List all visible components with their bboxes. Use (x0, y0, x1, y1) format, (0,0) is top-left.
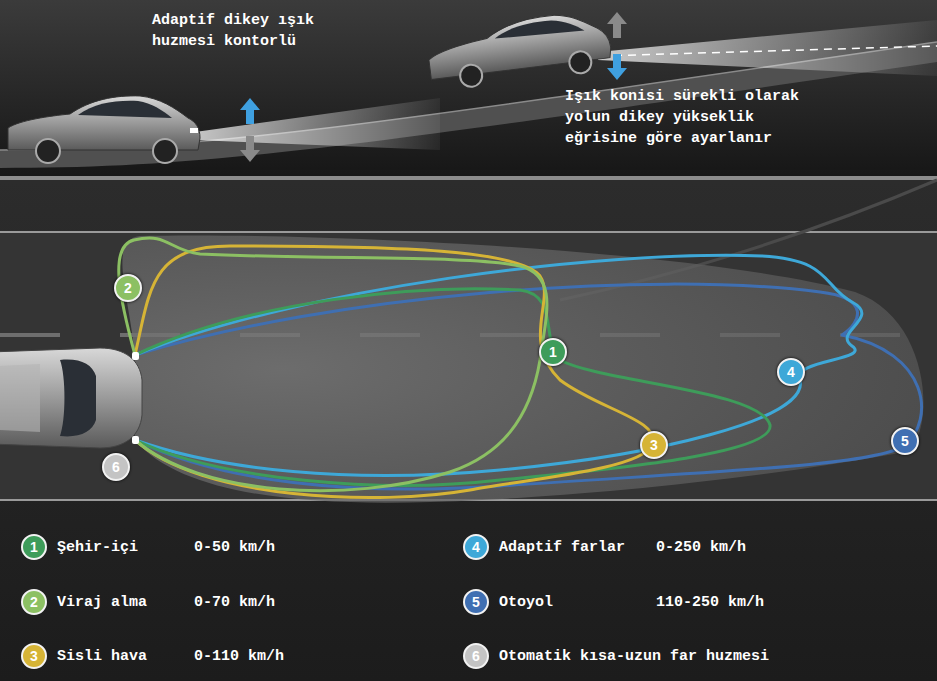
car-side (8, 96, 200, 163)
top-panel (0, 0, 937, 178)
legend-text: Adaptif farlar (499, 539, 625, 556)
legend-number: 2 (21, 589, 47, 615)
legend-number: 6 (463, 643, 489, 669)
beam-1 (135, 289, 770, 485)
bottom-panel (0, 180, 937, 681)
light-area (122, 235, 923, 502)
legend-item: Adaptif farlar (463, 534, 625, 560)
callout-number: 1 (549, 345, 557, 359)
beam-patterns (119, 238, 922, 498)
callout-number: 3 (650, 438, 658, 452)
legend-item: Otomatik kısa-uzun far huzmesi (463, 643, 769, 669)
speed-range: 110-250 km/h (656, 592, 764, 613)
legend-text: Otomatik kısa-uzun far huzmesi (499, 648, 769, 665)
legend-item: Sisli hava (21, 643, 147, 669)
caption-text: Adaptif dikey ışık huzmesi kontorlü (152, 10, 332, 52)
caption-text: Işık konisi sürekli olarak yolun dikey y… (565, 86, 810, 149)
speed-range: 0-50 km/h (194, 537, 275, 558)
callout-number: 5 (901, 434, 909, 448)
callout-number: 6 (112, 460, 120, 474)
speed-range: 0-110 km/h (194, 646, 284, 667)
beam-5 (135, 284, 922, 489)
legend-number: 1 (21, 534, 47, 560)
legend-number: 5 (463, 589, 489, 615)
legend-text: Sisli hava (57, 648, 147, 665)
legend-item: Viraj alma (21, 589, 147, 615)
up-arrow (240, 98, 260, 124)
speed-range: 0-70 km/h (194, 592, 275, 613)
legend-text: Viraj alma (57, 594, 147, 611)
callout-circle: 1 (539, 338, 567, 366)
callout-number: 4 (787, 365, 795, 379)
callout-circle: 5 (891, 427, 919, 455)
down-arrow (607, 54, 627, 80)
callout-circle: 2 (114, 274, 142, 302)
light-cone (598, 20, 937, 76)
callout-circle: 4 (777, 358, 805, 386)
legend-number: 3 (21, 643, 47, 669)
legend-text: Şehir-içi (57, 539, 138, 556)
car-top (0, 348, 142, 448)
beam-axis (600, 46, 937, 56)
legend-number: 4 (463, 534, 489, 560)
callout-number: 2 (124, 281, 132, 295)
beam-3 (135, 246, 653, 498)
callout-circle: 6 (102, 453, 130, 481)
light-cone (195, 98, 440, 150)
legend-text: Otoyol (499, 594, 553, 611)
car-side (425, 9, 613, 92)
speed-range: 0-250 km/h (656, 537, 746, 558)
up-arrow (607, 12, 627, 38)
separator (0, 176, 937, 180)
callout-circle: 3 (640, 431, 668, 459)
legend-item: Şehir-içi (21, 534, 138, 560)
down-arrow (240, 136, 260, 162)
beam-2 (119, 238, 547, 491)
